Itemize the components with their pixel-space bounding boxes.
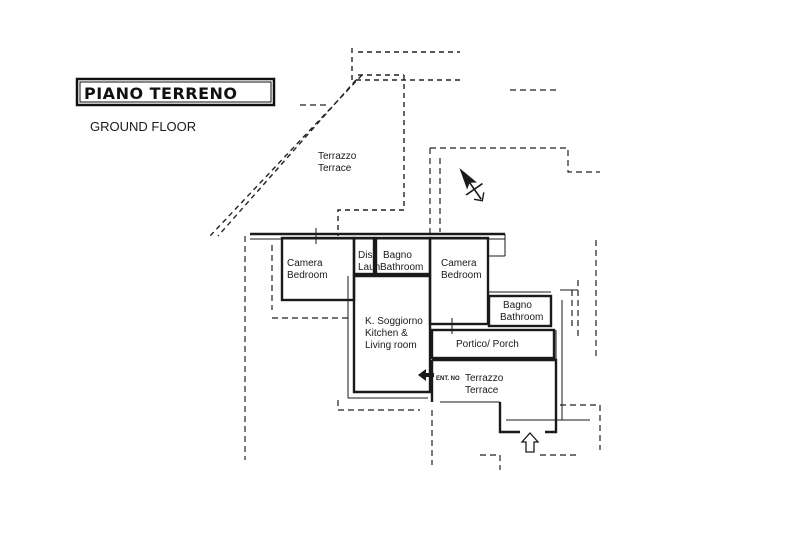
- walls: [250, 228, 590, 434]
- north-arrow-icon: [459, 167, 485, 202]
- camera-right-en: Bedroom: [441, 270, 482, 281]
- bagno-top-en: Bathroom: [380, 262, 423, 273]
- portico-label: Portico/ Porch: [456, 339, 519, 350]
- title-text: PIANO TERRENO: [84, 84, 238, 103]
- laun-en: Laun: [358, 262, 380, 273]
- room-labels: Terrazzo Terrace Camera Bedroom Dis. Lau…: [287, 151, 543, 396]
- subtitle-text: GROUND FLOOR: [90, 119, 196, 134]
- soggiorno-en1: Kitchen &: [365, 328, 408, 339]
- soggiorno-it: K. Soggiorno: [365, 316, 423, 327]
- terrazzo-bottom-en: Terrace: [465, 385, 499, 396]
- bagno-right-it: Bagno: [503, 300, 532, 311]
- entrance-arrow-icon: ENT. NO: [418, 369, 460, 382]
- entrance-tag: ENT. NO: [436, 376, 460, 382]
- bagno-top-it: Bagno: [383, 250, 412, 261]
- camera-right-it: Camera: [441, 258, 477, 269]
- dis-it: Dis.: [358, 250, 375, 261]
- camera-left-it: Camera: [287, 258, 323, 269]
- terrazzo-bottom-it: Terrazzo: [465, 373, 504, 384]
- camera-left-en: Bedroom: [287, 270, 328, 281]
- plan-title: PIANO TERRENO: [75, 77, 276, 107]
- main-entry-arrow-icon: [520, 432, 540, 453]
- terrazzo-top-en: Terrace: [318, 163, 352, 174]
- bagno-right-en: Bathroom: [500, 312, 543, 323]
- soggiorno-en2: Living room: [365, 340, 417, 351]
- terrazzo-top-it: Terrazzo: [318, 151, 357, 162]
